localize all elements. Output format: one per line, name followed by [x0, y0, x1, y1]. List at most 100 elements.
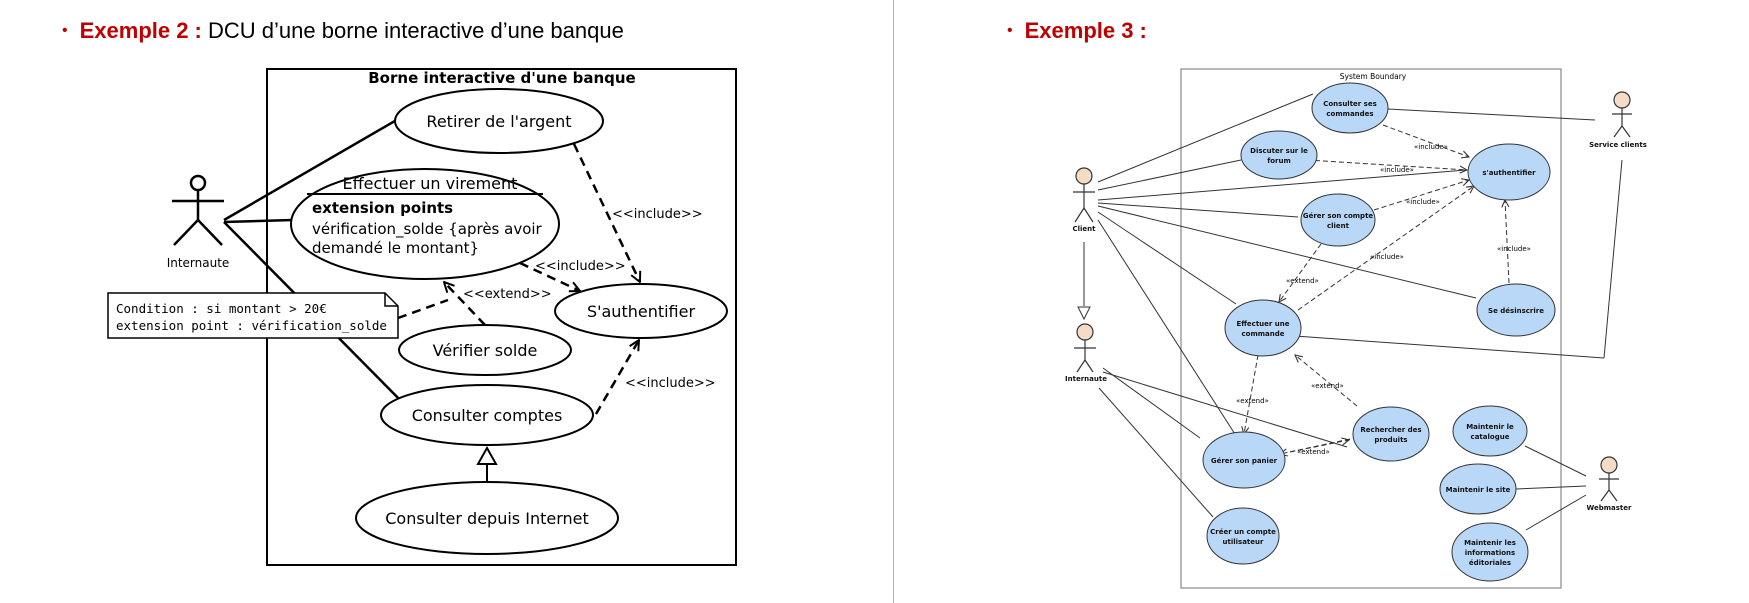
- include-discuter-auth: [1290, 158, 1467, 170]
- assoc-client-desinscrire: [1097, 205, 1477, 299]
- usecase-discuter-label-2: forum: [1267, 157, 1291, 165]
- usecase-panier-label: Gérer son panier: [1211, 457, 1278, 465]
- usecase-maintenir-site: [1439, 463, 1517, 515]
- usecase-catalogue-label-1: Maintenir le: [1466, 423, 1514, 431]
- usecase-consulter: [380, 384, 594, 446]
- actor-service-clients-label: Service clients: [1589, 141, 1647, 149]
- usecase-authentifier-label: s'authentifier: [1482, 169, 1536, 177]
- assoc-client-consulter: [1097, 93, 1314, 183]
- actor-internaute-icon: [172, 174, 224, 246]
- left-heading-label: Exemple 2 :: [79, 18, 202, 43]
- actor-client-label: Client: [1072, 225, 1096, 233]
- assoc-webmaster-catalogue: [1524, 445, 1587, 477]
- usecase-commande-label-1: Effectuer une: [1236, 320, 1289, 328]
- extend-label-2: «extend»: [1236, 397, 1269, 405]
- usecase-maintenir-catalogue: [1452, 405, 1528, 457]
- include-label-1: <<include>>: [612, 207, 703, 222]
- note-line-2: extension point : vérification_solde: [116, 318, 387, 333]
- note-anchor-line: [397, 298, 449, 320]
- assoc-service-consulter: [1387, 108, 1596, 121]
- extend-label-1: «extend»: [1286, 277, 1319, 285]
- assoc-client-commande: [1097, 211, 1237, 305]
- usecase-verifier-label: Vérifier solde: [433, 341, 538, 360]
- usecase-consulter-commandes-label-2: commandes: [1326, 110, 1373, 118]
- assoc-client-discuter: [1097, 159, 1242, 191]
- usecase-gerer-compte-label-1: Gérer son compte: [1303, 212, 1374, 220]
- usecase-retirer-label: Retirer de l'argent: [426, 112, 571, 131]
- usecase-virement-ext-line1: vérification_solde {après avoir: [312, 220, 543, 239]
- extend-commande-panier: [1244, 354, 1259, 434]
- actor-internaute-label: Internaute: [167, 256, 230, 270]
- actor-webmaster-icon: [1599, 456, 1619, 502]
- generalization-arrowhead: [1077, 306, 1091, 321]
- usecase-rechercher-label-1: Rechercher des: [1360, 426, 1421, 434]
- include-label-3: <<include>>: [625, 376, 716, 391]
- include-retirer-auth: [572, 143, 640, 282]
- actor-internaute-label: Internaute: [1065, 375, 1107, 383]
- usecase-authentifier-label: S'authentifier: [587, 302, 696, 321]
- right-usecase-diagram: System Boundary «include»: [1065, 68, 1647, 589]
- usecase-virement: [290, 168, 560, 280]
- include-label-4: «include»: [1370, 253, 1404, 261]
- right-heading-label: Exemple 3 :: [1024, 18, 1147, 43]
- extend-rechercher-commande: [1295, 355, 1358, 407]
- usecase-commande-label-2: commande: [1241, 330, 1284, 338]
- usecase-gerer-compte-label-2: client: [1327, 222, 1350, 230]
- extend-label-3: «extend»: [1311, 382, 1344, 390]
- include-gerer-auth: [1373, 180, 1469, 211]
- note-fold-icon: [384, 293, 398, 307]
- usecase-gerer-panier: [1202, 431, 1286, 489]
- usecase-desinscrire-label: Se désinscrire: [1488, 307, 1544, 315]
- include-desinscrire-auth: [1505, 200, 1510, 284]
- usecase-creer-compte: [1206, 507, 1280, 565]
- assoc-internaute-panier: [1102, 367, 1201, 439]
- left-usecase-diagram: Borne interactive d'une banque Internaut…: [107, 68, 737, 566]
- extend-label: <<extend>>: [463, 287, 552, 302]
- assoc-webmaster-site: [1515, 485, 1587, 490]
- actor-webmaster-label: Webmaster: [1587, 504, 1633, 512]
- association-retirer: [223, 116, 401, 222]
- slide-divider: [893, 0, 894, 603]
- usecase-maintenir-info: [1451, 522, 1529, 582]
- extend-label-4: «extend»: [1297, 448, 1330, 456]
- assoc-service-commande: [1603, 159, 1623, 359]
- include-label-1: «include»: [1414, 143, 1448, 151]
- include-virement-auth: [519, 261, 580, 291]
- bullet-icon: •: [62, 22, 68, 39]
- include-label-2: «include»: [1380, 166, 1414, 174]
- usecase-info-label-1: Maintenir les: [1464, 539, 1516, 547]
- usecase-gerer-compte: [1300, 193, 1376, 247]
- usecase-virement-ext-line2: demandé le montant}: [312, 239, 479, 257]
- usecase-info-label-3: éditoriales: [1469, 559, 1511, 567]
- actor-client-icon: [1073, 167, 1095, 223]
- include-commande-auth: [1297, 186, 1474, 311]
- include-label-3: «include»: [1406, 198, 1440, 206]
- association-virement: [223, 218, 294, 224]
- bullet-icon: •: [1007, 22, 1013, 39]
- actor-service-clients-icon: [1612, 91, 1632, 138]
- usecase-discuter-forum: [1240, 130, 1318, 180]
- usecase-virement-label: Effectuer un virement: [343, 174, 518, 193]
- assoc-commande-service: [1294, 335, 1605, 359]
- assoc-client-auth: [1097, 169, 1467, 201]
- usecase-authentifier: [1467, 143, 1551, 201]
- note-line-1: Condition : si montant > 20€: [116, 301, 327, 316]
- include-label-2: <<include>>: [535, 259, 626, 274]
- usecase-consulter-commandes-label-1: Consulter ses: [1323, 100, 1377, 108]
- usecase-retirer: [394, 88, 604, 154]
- assoc-client-gerer: [1097, 202, 1299, 218]
- usecase-catalogue-label-2: catalogue: [1471, 433, 1510, 441]
- usecase-site-label: Maintenir le site: [1446, 486, 1511, 494]
- extend-gerer-commande: [1279, 243, 1322, 302]
- assoc-internaute-creer: [1098, 387, 1214, 518]
- include-consulter-auth: [1382, 124, 1469, 157]
- extend-panier-rechercher: [1289, 440, 1349, 453]
- usecase-desinscrire: [1476, 283, 1556, 337]
- boundary-title: System Boundary: [1340, 72, 1407, 81]
- assoc-internaute-rechercher: [1102, 371, 1348, 448]
- usecase-rechercher-produits: [1352, 406, 1430, 462]
- constraint-note: [107, 292, 399, 339]
- left-heading: • Exemple 2 : DCU d’une borne interactive…: [62, 18, 624, 44]
- left-heading-title: DCU d’une borne interactive d’une banque: [208, 18, 624, 43]
- include-label-5: «include»: [1497, 245, 1531, 253]
